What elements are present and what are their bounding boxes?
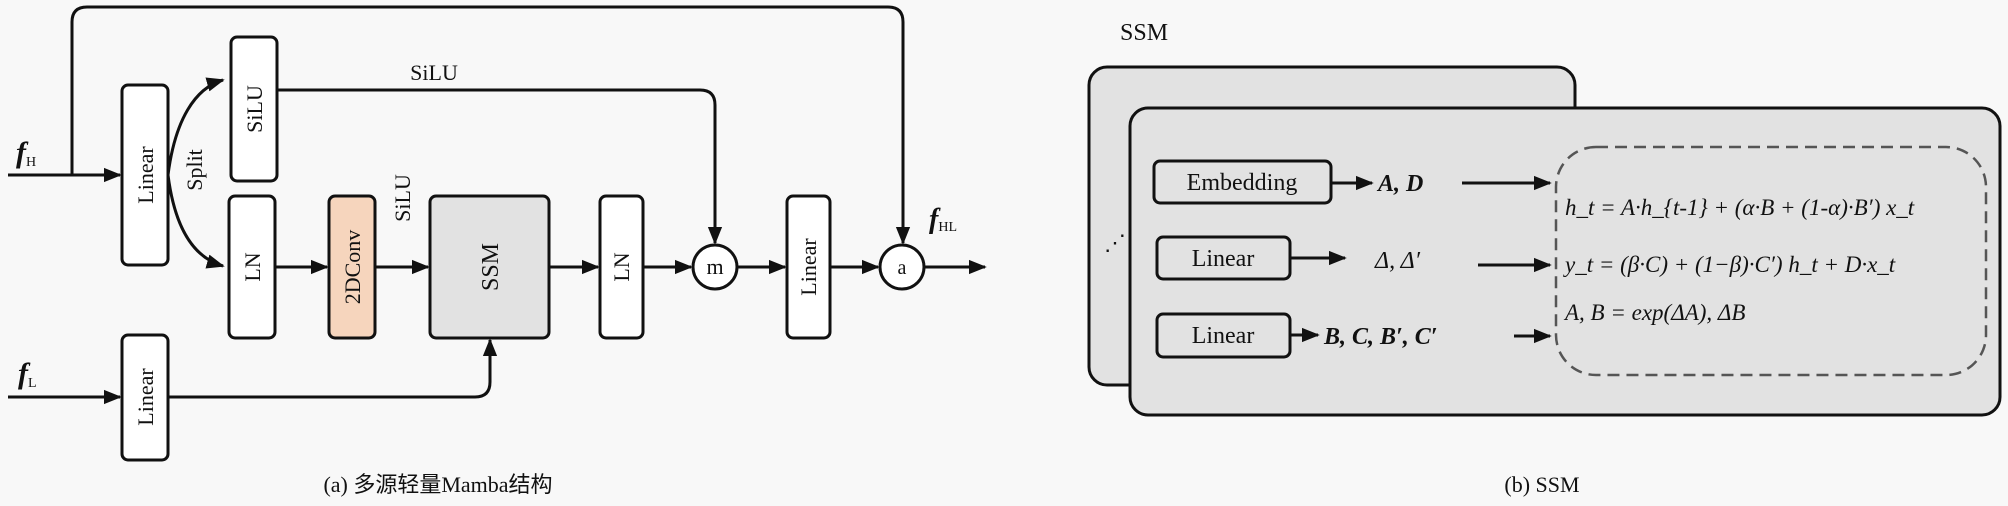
linear-out-label: Linear [796,238,821,296]
linear-low-label: Linear [133,368,158,426]
equation-discretize: A, B = exp(ΔA), ΔB [1563,300,1745,325]
f-low-label: fL [18,357,37,391]
split-to-silu-arrow [166,77,225,176]
ssm-title: SSM [1120,20,1168,46]
f-high-label: fH [16,136,36,170]
silu-top-label: SiLU [410,60,458,85]
panel-a: fH Linear Split SiLU SiLU LN 2DConv SiLU… [8,5,987,497]
linear-delta-label: Linear [1192,246,1255,272]
silu-gate-block [229,35,279,183]
ssm-label: SSM [478,243,504,291]
silu-gate-label: SiLU [242,85,267,133]
embedding-output: A, D [1376,171,1423,197]
caption-a: (a) 多源轻量Mamba结构 [323,472,552,497]
linear-high-label: Linear [133,146,158,204]
equation-state: h_t = A·h_{t-1} + (α·B + (1-α)·B′) x_t [1565,195,1915,220]
split-label: Split [182,149,207,191]
stack-ellipsis: ⋰ [1104,230,1126,255]
linear-delta-output: Δ, Δ′ [1374,248,1421,274]
ssm-panel-front [1128,106,2002,417]
panel-b: SSM ⋰ Embedding A, D Linear Δ, Δ′ Linear… [1087,20,2002,497]
caption-b: (b) SSM [1504,472,1579,497]
gate-to-multiply-arrow [277,88,723,245]
linear-bc-output: B, C, B′, C′ [1323,324,1438,350]
ln-in-label: LN [240,252,265,281]
add-op-label: a [898,257,907,279]
residual-skip-arrow [70,5,911,245]
low-to-ssm-arrow [168,338,498,399]
ln-out-label: LN [609,252,634,281]
embedding-label: Embedding [1187,170,1298,196]
equations-box [1554,145,1988,377]
silu-conv-label: SiLU [390,174,415,222]
f-out-label: fHL [929,204,957,235]
linear-bc-label: Linear [1192,323,1255,349]
conv2d-label: 2DConv [340,230,365,305]
multiply-op-label: m [706,254,723,279]
equation-output: y_t = (β·C) + (1−β)·C′) h_t + D·x_t [1563,252,1896,277]
split-to-ln-arrow [166,174,225,269]
